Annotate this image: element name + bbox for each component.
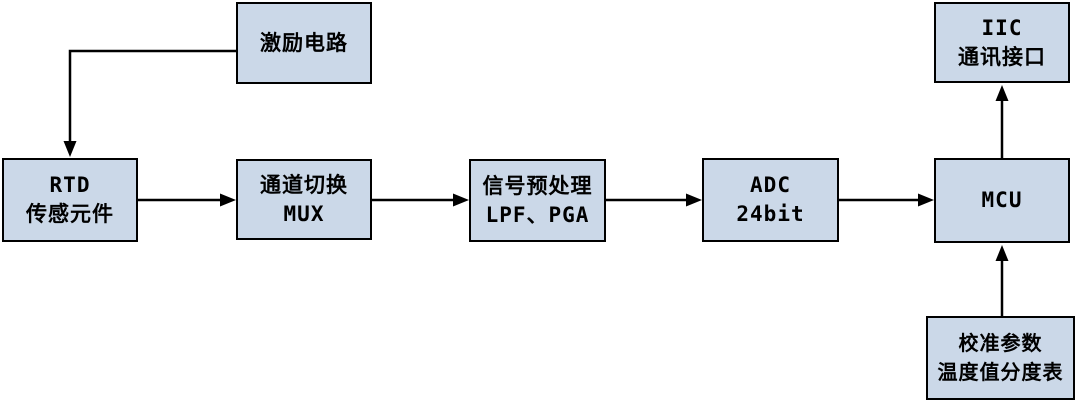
node-rtd-sensor: RTD 传感元件 (2, 158, 138, 242)
arrowhead-up-into-iic (995, 85, 1009, 101)
arrowhead-into-preprocess (453, 193, 469, 207)
node-label: RTD (49, 173, 91, 197)
node-label: ADC (750, 173, 791, 197)
arrow-excitation-to-rtd (68, 49, 236, 142)
node-calibration-table: 校准参数 温度值分度表 (926, 316, 1075, 400)
node-label: 信号预处理 (482, 173, 593, 198)
node-label: 温度值分度表 (937, 360, 1064, 384)
arrowhead-into-mux (220, 193, 236, 207)
node-label: 24bit (736, 202, 805, 226)
arrowhead-down-into-rtd (63, 141, 77, 157)
node-adc-24bit: ADC 24bit (702, 158, 839, 242)
node-channel-mux: 通道切换 MUX (236, 159, 372, 240)
node-label: 传感元件 (26, 202, 114, 226)
node-label: MCU (981, 188, 1023, 212)
node-label: LPF、PGA (485, 202, 590, 227)
node-label: IIC (981, 15, 1023, 40)
arrowhead-into-mcu (918, 193, 934, 207)
arrowhead-up-into-mcu (995, 245, 1009, 261)
node-label: MUX (283, 201, 325, 226)
node-label: 通道切换 (260, 172, 348, 197)
node-label: 校准参数 (958, 331, 1043, 355)
node-iic-interface: IIC 通讯接口 (934, 2, 1070, 83)
node-excitation-circuit: 激励电路 (236, 2, 372, 84)
node-label: 通讯接口 (958, 44, 1046, 69)
node-mcu: MCU (934, 158, 1070, 243)
node-label: 激励电路 (260, 30, 348, 55)
node-signal-preprocessing: 信号预处理 LPF、PGA (469, 159, 606, 242)
arrowhead-into-adc (686, 193, 702, 207)
